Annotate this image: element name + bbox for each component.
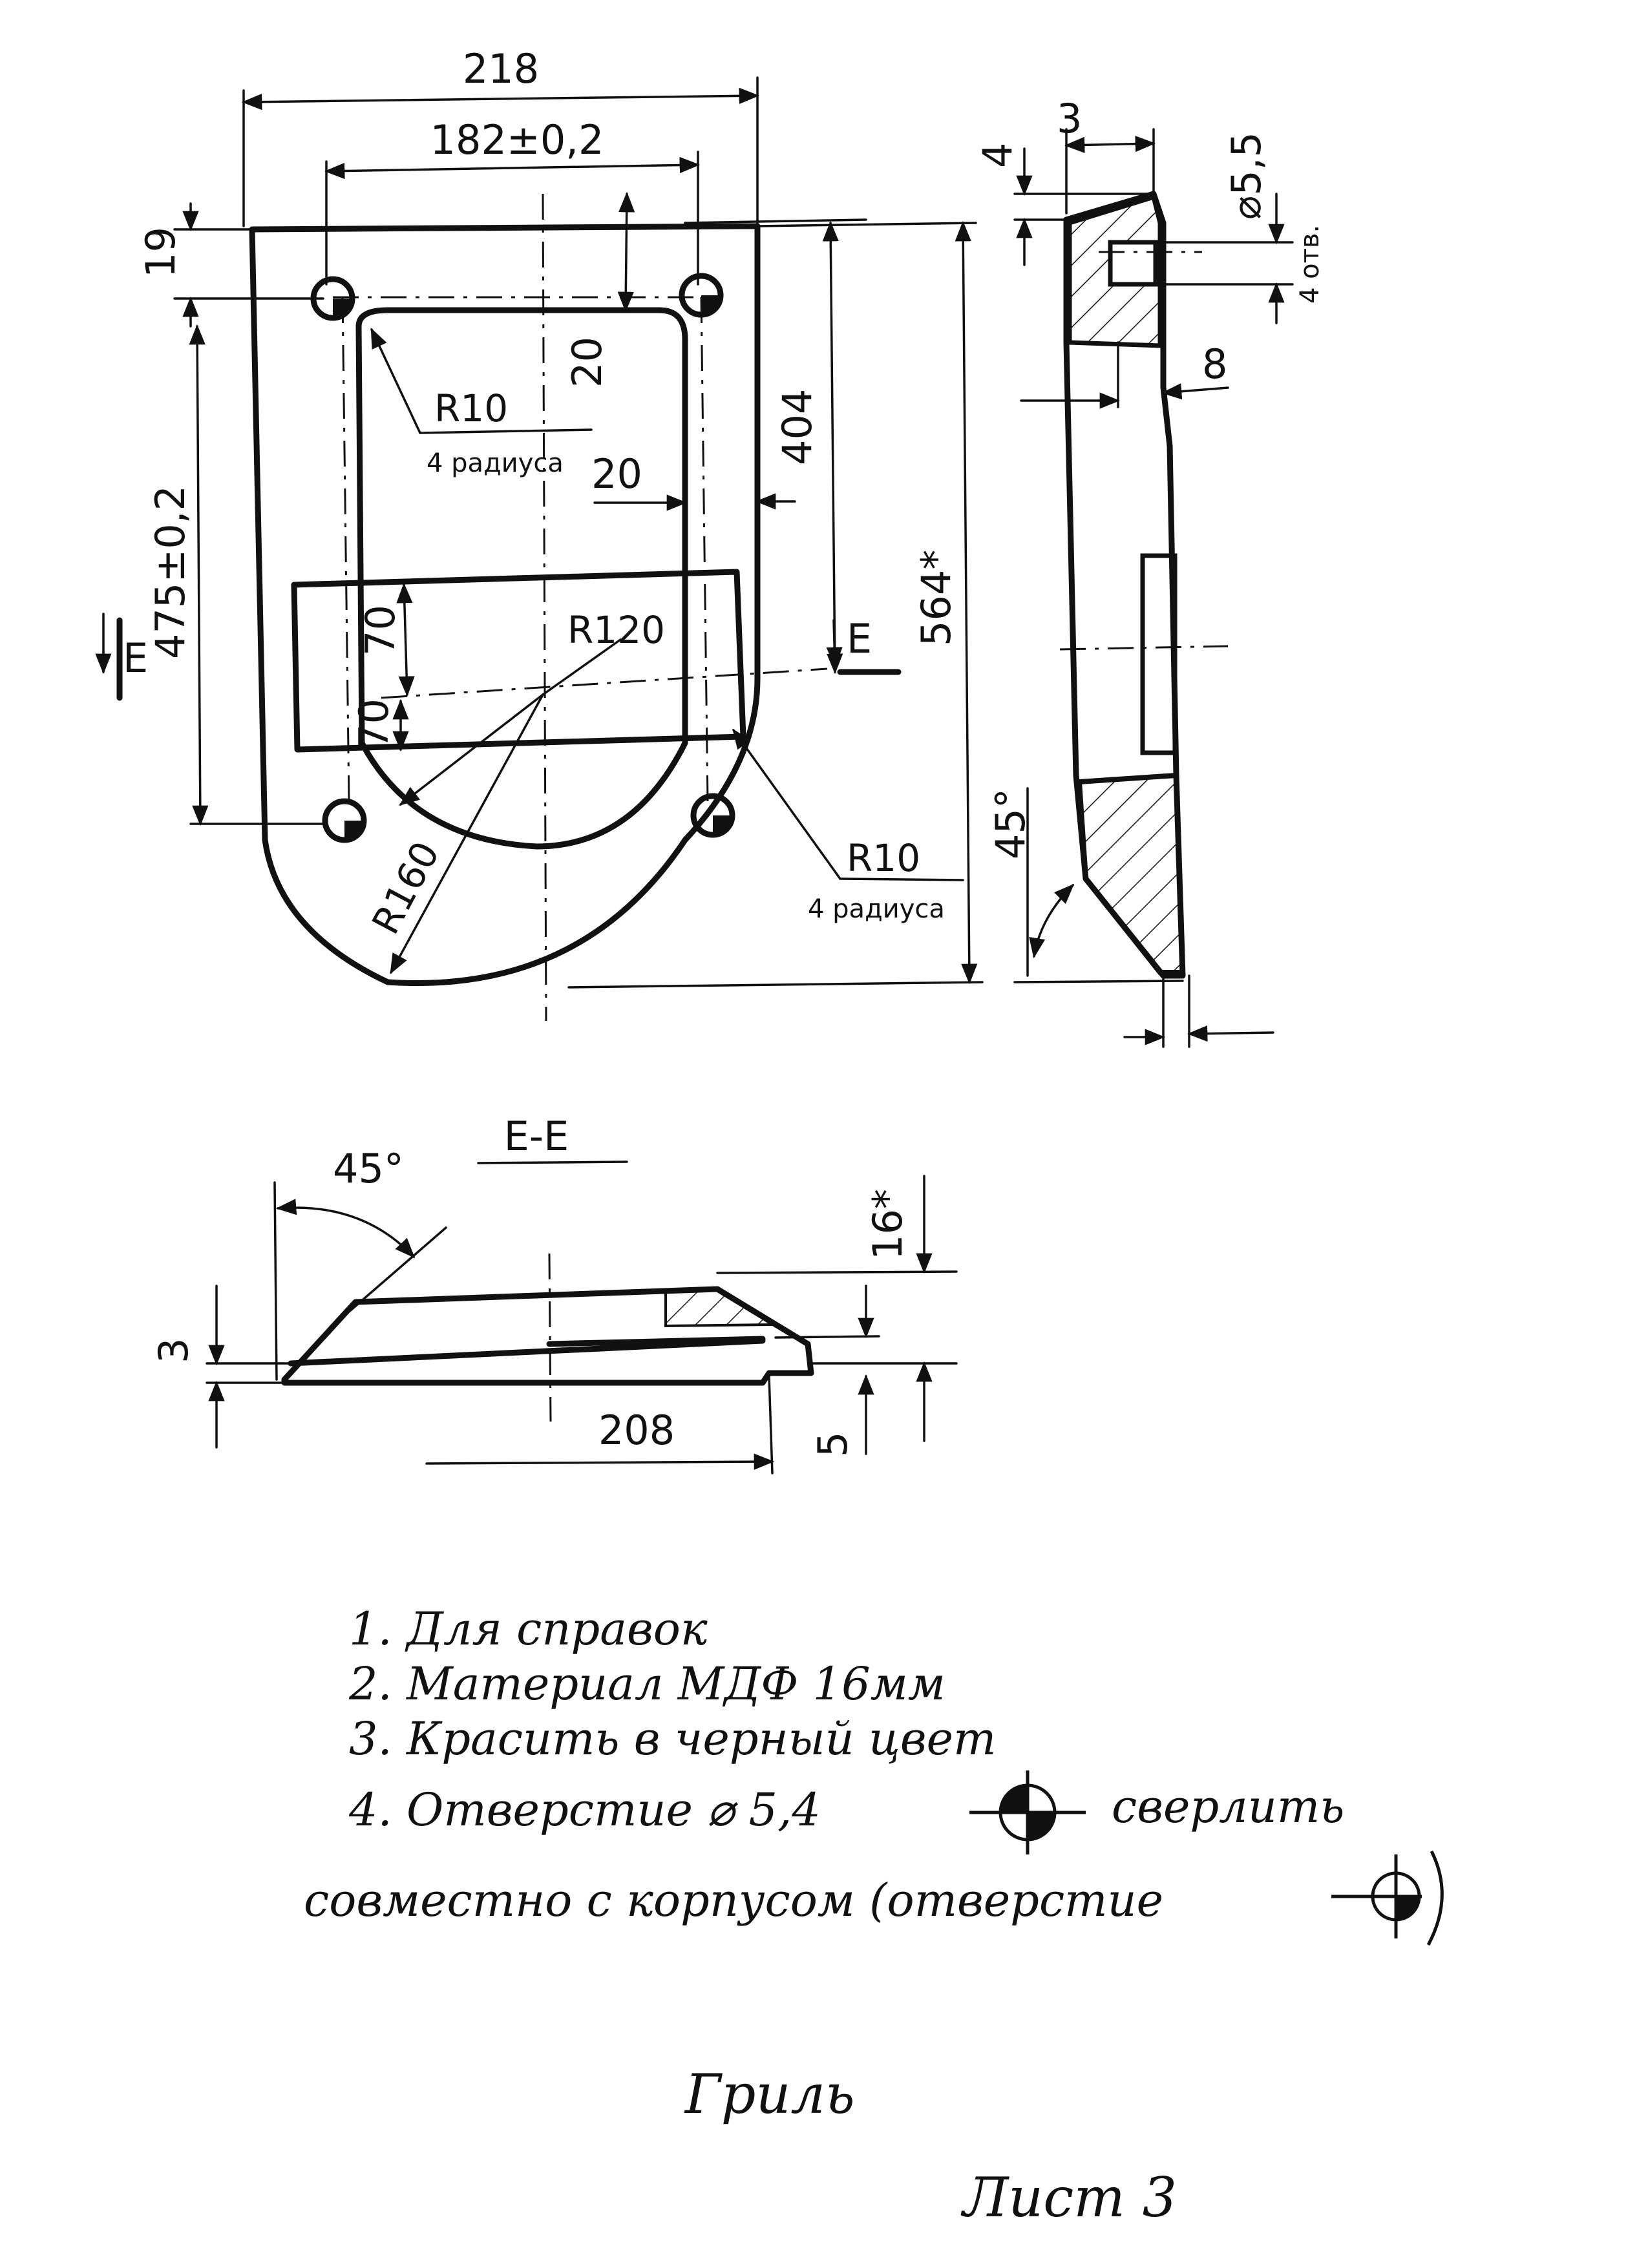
- dim-side-gap: 20: [591, 450, 642, 498]
- note-3: 3. Красить в черный цвет: [349, 1712, 996, 1765]
- side-dim-angle: 45°: [987, 788, 1034, 859]
- hole-bottom-left: [322, 798, 367, 843]
- dim-width: 218: [463, 45, 539, 92]
- dim-hole-to-window: 20: [564, 337, 611, 388]
- section-dim-angle: 45°: [333, 1145, 404, 1192]
- note-2: 2. Материал МДФ 16мм: [348, 1657, 945, 1710]
- note-1: 1. Для справок: [349, 1602, 708, 1655]
- section-dim-3: 3: [150, 1338, 197, 1363]
- window-outline: [355, 307, 688, 850]
- section-hatch: [664, 1287, 777, 1328]
- section-mark-right: E: [847, 615, 872, 662]
- side-dim-4: 4: [974, 143, 1021, 168]
- notes: 1. Для справок 2. Материал МДФ 16мм 3. К…: [304, 1602, 1444, 1946]
- side-view: 3 4 ⌀5,5 4 отв. 8 45°: [974, 95, 1325, 1048]
- sheet-number: Лист 3: [960, 2166, 1177, 2229]
- vertical-axis: [542, 193, 547, 1022]
- side-dim-8: 8: [1202, 341, 1227, 388]
- note-4-cont: совместно с корпусом (отверстие: [304, 1874, 1163, 1927]
- footer: Гриль Лист 3: [684, 2063, 1177, 2229]
- note-4: 4. Отверстие ⌀ 5,4: [348, 1783, 821, 1836]
- hole-axis-right: [700, 297, 709, 802]
- hole-symbol-filled-icon: [969, 1770, 1086, 1854]
- section-axis: [548, 1253, 552, 1422]
- side-section-bottom: [1076, 772, 1186, 975]
- dim-70-lower: 70: [350, 698, 397, 750]
- hole-symbol-half-icon: [1331, 1850, 1444, 1946]
- note-4-drill: сверлить: [1112, 1780, 1344, 1833]
- label-r10-top: R10: [434, 386, 508, 430]
- label-r10-top-note: 4 радиуса: [427, 448, 564, 478]
- plate-outline: [249, 223, 761, 987]
- hole-axis-left: [341, 297, 350, 802]
- section-title: E-E: [504, 1113, 569, 1160]
- hole-bottom-right: [690, 793, 735, 838]
- label-r120: R120: [567, 608, 665, 652]
- dim-hole-spacing: 182±0,2: [430, 116, 604, 163]
- label-r10-bottom-note: 4 радиуса: [808, 894, 945, 924]
- section-profile: [281, 1286, 814, 1386]
- side-dim-hole-dia: ⌀5,5: [1223, 132, 1270, 220]
- horizontal-axis: [381, 667, 828, 699]
- section-dim-5: 5: [809, 1432, 856, 1457]
- section-dim-208: 208: [598, 1407, 675, 1454]
- label-r10-bottom: R10: [847, 836, 920, 880]
- section-dim-16: 16*: [864, 1189, 911, 1260]
- front-view: 218 182±0,2 19 20 R10 4 радиуса 20 404 4…: [95, 45, 984, 1022]
- dim-70-upper: 70: [357, 605, 404, 656]
- side-axis: [1059, 645, 1229, 651]
- section-mark-left: E: [123, 635, 148, 682]
- dim-hole-vertical: 475±0,2: [147, 485, 194, 659]
- hole-top-right: [679, 273, 724, 318]
- side-hole: [1108, 240, 1158, 287]
- drawing-name: Гриль: [684, 2063, 855, 2126]
- dim-window-height: 404: [774, 389, 821, 465]
- side-dim-holes-count: 4 отв.: [1295, 225, 1325, 304]
- dim-total-height: 564*: [913, 550, 960, 646]
- side-recess: [1140, 553, 1178, 755]
- section-view: E-E 45° 3 16* 208 5: [150, 1113, 958, 1475]
- dim-top-offset: 19: [137, 227, 184, 278]
- side-dim-3: 3: [1057, 95, 1082, 142]
- label-r160: R160: [363, 834, 448, 941]
